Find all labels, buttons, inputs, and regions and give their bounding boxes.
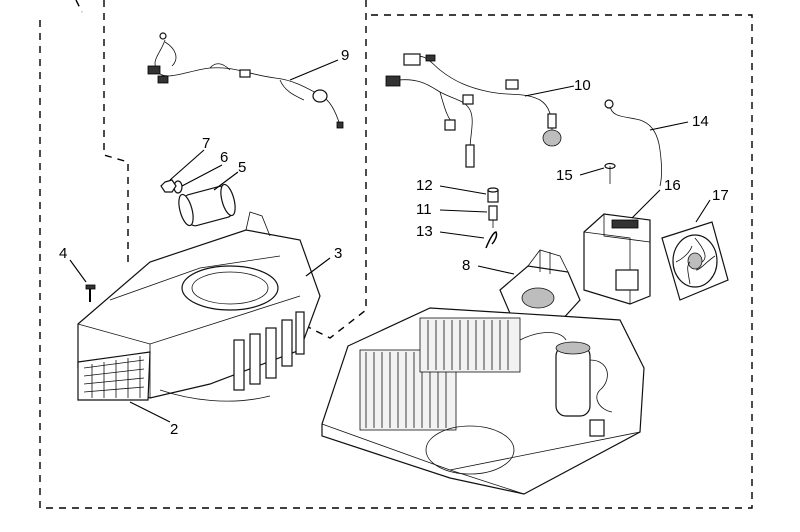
callout-15: 15 — [556, 167, 573, 184]
nut — [160, 179, 177, 193]
callout-6: 6 — [220, 149, 228, 166]
capacitor — [178, 183, 236, 227]
leader-lines — [69, 59, 711, 423]
callout-13: 13 — [416, 223, 433, 240]
control-box — [583, 213, 651, 305]
callout-3: 3 — [334, 245, 342, 262]
control-assembly — [499, 249, 581, 323]
callout-2: 2 — [170, 421, 178, 438]
callout-4: 4 — [59, 245, 67, 262]
callout-7: 7 — [202, 135, 210, 152]
sensor-wire — [604, 99, 662, 187]
base-chassis — [321, 307, 645, 495]
callout-8: 8 — [462, 257, 470, 274]
wire-harness-right — [385, 53, 562, 168]
callout-11: 11 — [416, 201, 432, 218]
filter-grille — [77, 351, 151, 401]
clip — [485, 231, 498, 249]
callout-5: 5 — [238, 159, 246, 176]
screw — [85, 284, 96, 302]
thermistor — [488, 205, 498, 228]
wire-harness-left — [147, 32, 344, 129]
callout-labels: 2 3 4 5 6 7 8 9 10 11 12 13 14 15 16 17 — [59, 47, 729, 438]
fan — [661, 221, 729, 301]
callout-12: 12 — [416, 177, 433, 194]
callout-9: 9 — [341, 47, 349, 64]
callout-14: 14 — [692, 113, 709, 130]
cap — [487, 187, 499, 203]
dashed-boundaries — [39, 0, 753, 509]
callout-10: 10 — [574, 77, 591, 94]
callout-16: 16 — [664, 177, 681, 194]
callout-17: 17 — [712, 187, 729, 204]
